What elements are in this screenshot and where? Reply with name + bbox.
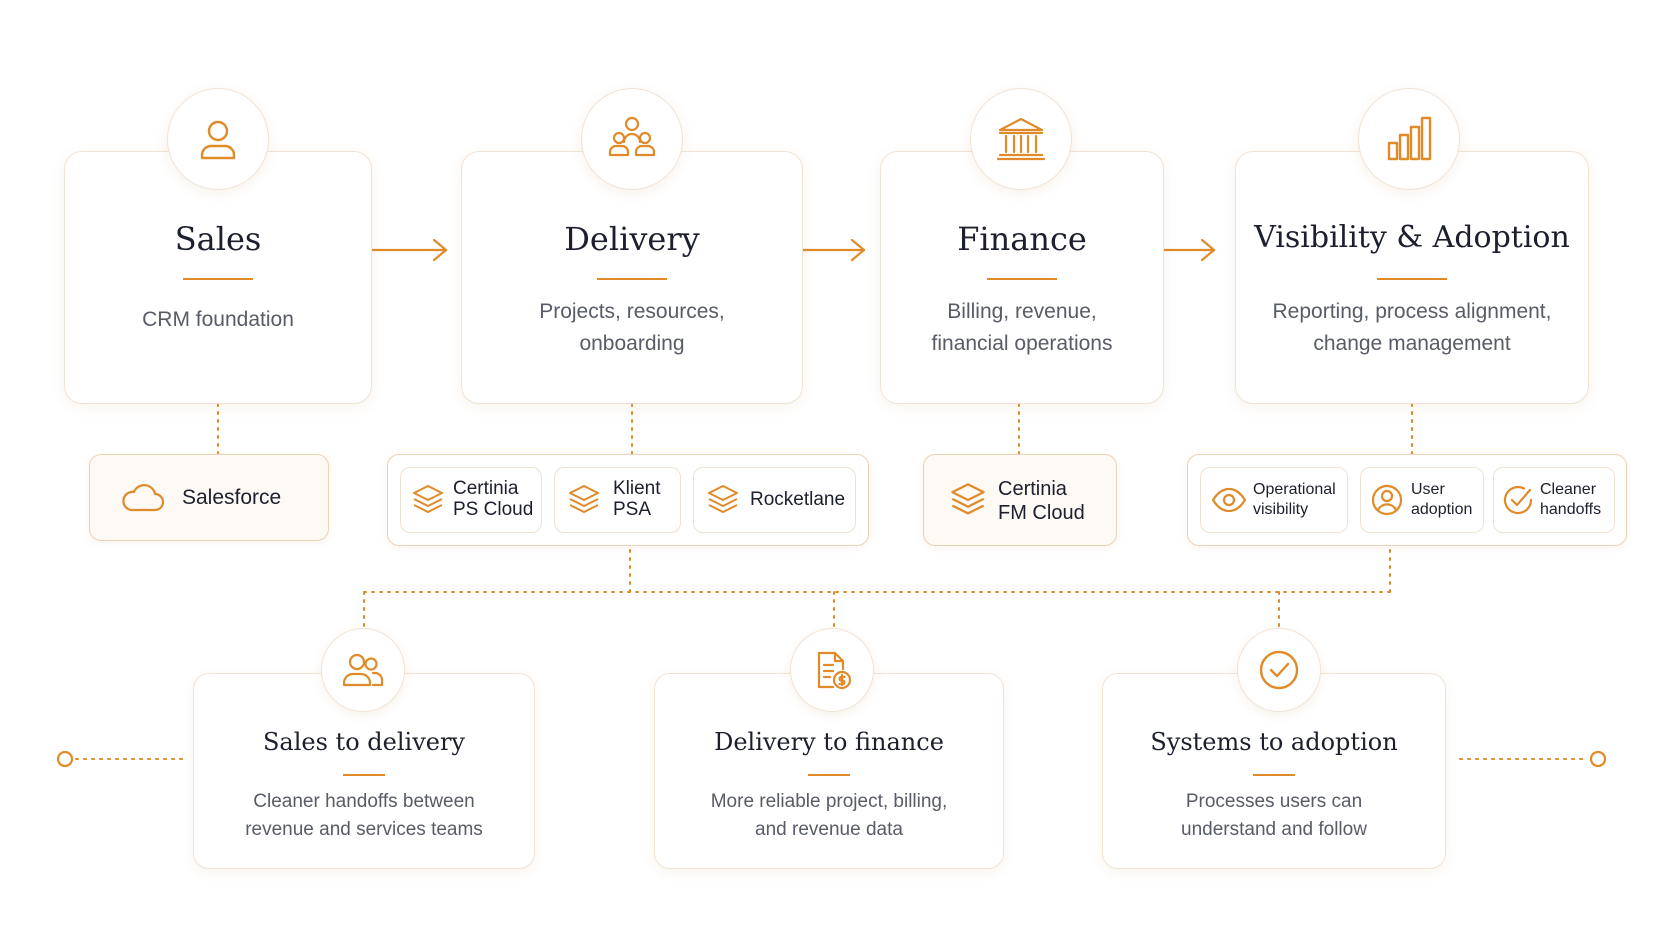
label-line: adoption [1411,501,1473,518]
desc-line: Reporting, process alignment, [1272,300,1552,323]
title-underline [343,774,385,776]
tool-group-sales: Salesforce [89,454,329,541]
arrow-sales-to-delivery [370,238,448,262]
invoice-dollar-icon [817,651,852,690]
title-underline [1377,278,1447,280]
layers-icon [413,485,443,513]
arrow-delivery-to-finance [800,238,866,262]
desc-line: More reliable project, billing, [710,791,948,812]
desc-line: onboarding [579,332,685,355]
outcome-desc: More reliable project, billing, and reve… [655,788,1003,844]
layers-icon [951,483,985,515]
desc-line: and revenue data [755,819,903,840]
label-line: Rocketlane [750,489,846,510]
stage-card-visibility-adoption: Visibility & Adoption Reporting, process… [1235,151,1589,404]
tool-label: Salesforce [182,486,282,509]
sales-icon-badge [167,88,269,190]
chip-label: Operational visibility [1253,480,1336,520]
label-line: PS Cloud [453,499,534,520]
layers-icon [708,485,738,513]
label-line: User [1411,481,1445,498]
users-icon [342,653,384,687]
outcome-title: Systems to adoption [1150,728,1398,756]
tool-group-finance: Certinia FM Cloud [923,454,1117,546]
label-line: Cleaner [1540,481,1597,498]
layers-icon [569,485,599,513]
stage-title: Visibility & Adoption [1254,220,1570,255]
title-underline [987,278,1057,280]
eye-icon [1211,487,1247,513]
tool-group-visibility: Operational visibility User adoption Cle… [1187,454,1627,546]
label-line: handoffs [1540,501,1602,518]
desc-line: financial operations [931,332,1113,355]
bar-chart-icon [1387,116,1432,161]
stage-desc: CRM foundation [65,304,371,336]
cloud-icon [122,484,164,512]
outcome-3-icon-badge [1237,628,1321,712]
bank-icon [996,117,1046,161]
stage-title: Sales [174,220,262,258]
desc-line: Cleaner handoffs between [253,791,475,812]
stage-title: Delivery [564,220,700,258]
stage-card-finance: Finance Billing, revenue, financial oper… [880,151,1164,404]
desc-line: revenue and services teams [245,819,483,840]
tool-label: Certinia FM Cloud [998,477,1085,525]
stage-title: Finance [957,220,1087,258]
label-line: Operational [1253,481,1336,498]
outcome-1-icon-badge [321,628,405,712]
check-circle-icon [1503,485,1533,515]
desc-line: CRM foundation [142,308,294,331]
chip-cleaner-handoffs: Cleaner handoffs [1493,467,1615,533]
tool-chip-certinia-ps: Certinia PS Cloud [400,467,542,533]
check-circle-icon [1259,650,1299,690]
tool-chip-klient-psa: Klient PSA [554,467,681,533]
stage-card-sales: Sales CRM foundation [64,151,372,404]
stage-desc: Projects, resources, onboarding [462,296,802,360]
label-line: visibility [1253,501,1309,518]
delivery-icon-badge [581,88,683,190]
outcome-2-icon-badge [790,628,874,712]
title-underline [808,774,850,776]
title-underline [183,278,253,280]
visibility-icon-badge [1358,88,1460,190]
title-underline [1253,774,1295,776]
tool-label: Certinia PS Cloud [453,478,533,520]
tool-label: Rocketlane [750,489,845,510]
arrow-finance-to-visibility [1160,238,1216,262]
user-icon [200,120,236,160]
outcome-desc: Cleaner handoffs between revenue and ser… [194,788,534,844]
desc-line: Projects, resources, [539,300,725,323]
chip-label: User adoption [1411,480,1472,520]
label-line: Certinia [998,478,1067,500]
outcome-title: Delivery to finance [714,728,944,756]
chip-label: Cleaner handoffs [1540,480,1601,520]
right-endpoint [1589,750,1607,768]
label-line: Klient [613,478,661,499]
chip-operational-visibility: Operational visibility [1200,467,1348,533]
tool-group-delivery: Certinia PS Cloud Klient PSA Rocketlane [387,454,869,546]
stage-desc: Reporting, process alignment, change man… [1236,296,1588,360]
finance-icon-badge [970,88,1072,190]
desc-line: Billing, revenue, [947,300,1097,323]
stage-card-delivery: Delivery Projects, resources, onboarding [461,151,803,404]
chip-user-adoption: User adoption [1360,467,1484,533]
team-icon [608,116,656,157]
desc-line: understand and follow [1181,819,1367,840]
outcome-desc: Processes users can understand and follo… [1103,788,1445,844]
desc-line: Processes users can [1185,791,1363,812]
desc-line: change management [1313,332,1511,355]
label-line: Certinia [453,478,519,499]
label-line: FM Cloud [998,502,1085,524]
stage-desc: Billing, revenue, financial operations [881,296,1163,360]
user-circle-icon [1371,484,1403,516]
label-line: PSA [613,499,652,520]
tool-label: Klient PSA [613,478,661,520]
left-endpoint [56,750,74,768]
outcome-title: Sales to delivery [262,728,465,756]
title-underline [597,278,667,280]
tool-chip-rocketlane: Rocketlane [693,467,856,533]
